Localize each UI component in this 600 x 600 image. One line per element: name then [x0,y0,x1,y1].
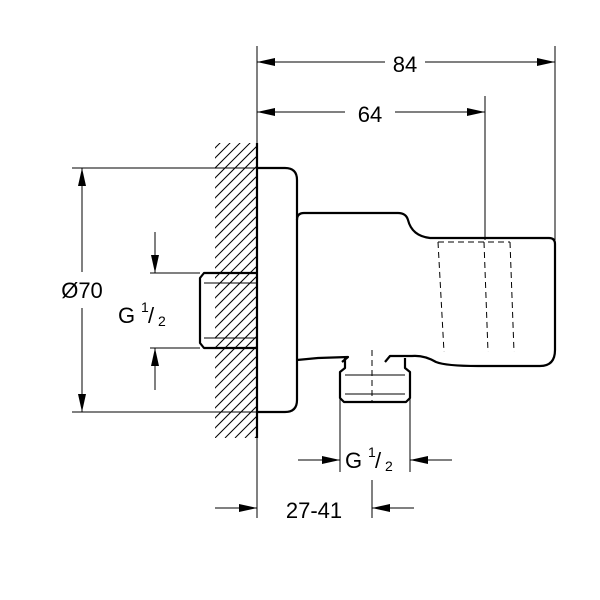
dim-84-label: 84 [393,52,417,77]
wall-thread-slash: / [148,303,155,328]
hatch-line [215,295,257,339]
hatch-line [215,195,257,239]
hatch-line [215,375,257,419]
outlet-thread-num: 1 [368,444,376,460]
hatch-line [224,405,257,438]
hatch-line [215,305,257,349]
hatch-line [234,415,257,438]
dimension-lines [78,58,555,512]
outlet-thread-slash: / [375,448,382,473]
hatch-line [215,365,257,409]
outlet-thread-label: G 1 / 2 [345,444,393,474]
fitting-body [198,166,557,414]
outlet-thread-den: 2 [385,458,393,474]
hatch-line [215,185,257,229]
hatch-line [254,435,257,438]
hatch-line [215,175,257,219]
dim-64-label: 64 [358,102,382,127]
wall-thread-num: 1 [141,299,149,315]
hatch-line [215,265,257,309]
wall-hatching [0,138,575,438]
hatch-line [275,138,575,438]
outlet-thread-main: G [345,448,362,473]
hatch-line [215,143,221,149]
hatch-line [215,245,257,289]
wall-thread-label: G 1 / 2 [118,299,166,329]
hatch-line [215,355,257,399]
hatch-line [215,143,241,169]
hatch-line [215,155,257,199]
hatch-line [215,395,257,438]
hatch-line [215,345,257,389]
wall-thread-den: 2 [158,313,166,329]
hatch-line [215,143,251,179]
hatch-line [215,315,257,359]
wall-thread-main: G [118,303,135,328]
hatch-line [215,165,257,209]
hatch-line [215,385,257,429]
hatch-line [244,425,257,438]
hatch-line [215,285,257,329]
dim-diameter-label: Ø70 [61,278,103,303]
hatch-line [265,138,565,438]
hatch-line [0,138,215,438]
hatch-line [215,275,257,319]
hidden-lines [371,241,515,402]
hatch-line [215,255,257,299]
hatch-line [215,325,257,369]
extension-lines [72,46,556,518]
dim-wall-distance-label: 27-41 [286,498,342,523]
